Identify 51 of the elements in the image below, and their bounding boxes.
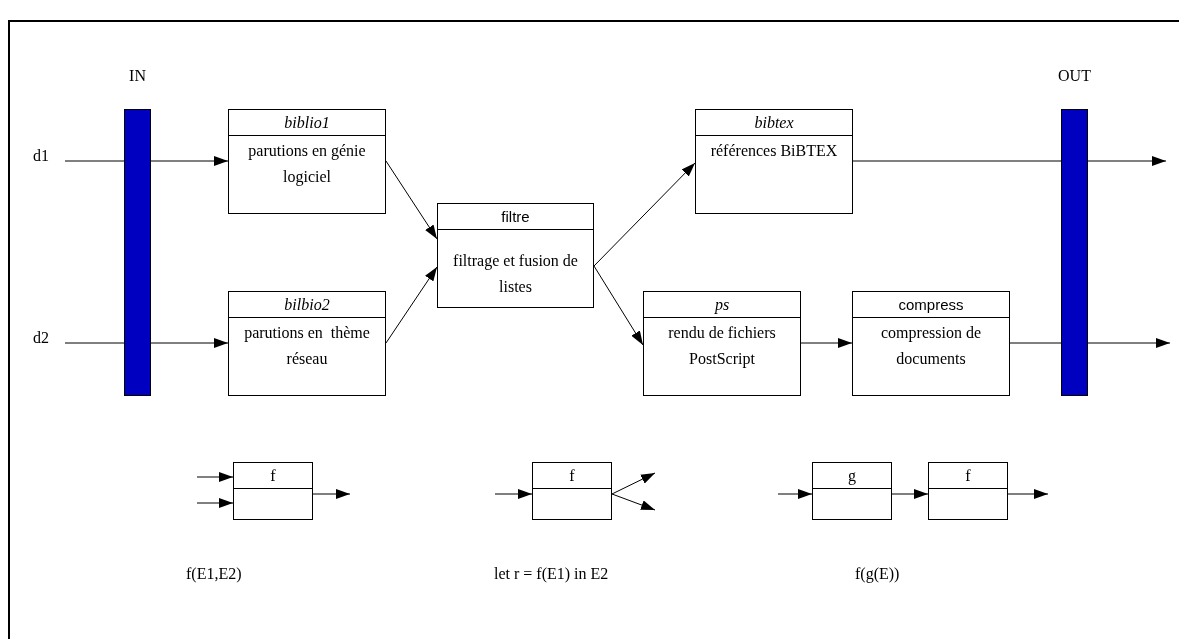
input-label: d2 [33, 328, 49, 348]
box-text: rendu de fichiers PostScript [667, 323, 777, 370]
arrow [593, 162, 696, 267]
box-title: f [270, 466, 276, 486]
arrow [150, 156, 229, 166]
box-text: références BiBTEX [710, 141, 838, 161]
arrow [494, 489, 533, 499]
arrow [196, 472, 234, 482]
box-title: f [965, 466, 971, 486]
arrow [1087, 156, 1167, 166]
box-title: bilbio2 [284, 295, 330, 315]
process-box [695, 109, 853, 214]
formula-label: f(E1,E2) [186, 564, 242, 584]
process-box [928, 462, 1008, 520]
box-text: parutions en génie logiciel [247, 141, 367, 188]
process-box [852, 291, 1010, 396]
formula-label: let r = f(E1) in E2 [494, 564, 609, 584]
input-label: d1 [33, 146, 49, 166]
arrow [385, 266, 438, 344]
process-box [643, 291, 801, 396]
process-box [228, 109, 386, 214]
box-title: filtre [501, 207, 530, 227]
arrow [385, 160, 438, 240]
arrow [777, 489, 813, 499]
formula-label: f(g(E)) [855, 564, 900, 584]
arrow [1087, 338, 1171, 348]
box-title: biblio1 [284, 113, 330, 133]
arrow [312, 489, 351, 499]
box-text: compression de documents [880, 323, 982, 369]
arrow [196, 498, 234, 508]
arrow [800, 338, 853, 348]
box-title: f [569, 466, 575, 486]
arrow [1007, 489, 1049, 499]
process-box [532, 462, 612, 520]
arrow [891, 489, 929, 499]
process-box [233, 462, 313, 520]
column-label: IN [129, 66, 146, 86]
arrow [611, 493, 656, 511]
process-box [437, 203, 594, 308]
arrow [593, 265, 644, 346]
box-title: g [848, 466, 856, 486]
process-box [228, 291, 386, 396]
box-text: filtrage et fusion de listes [452, 251, 579, 297]
arrow [150, 338, 229, 348]
process-box [812, 462, 892, 520]
box-title: ps [714, 295, 730, 315]
box-title: compress [898, 295, 964, 315]
column-label: OUT [1058, 66, 1091, 86]
arrow [611, 472, 656, 495]
box-text: parutions en thème réseau [243, 323, 371, 369]
box-title: bibtex [754, 113, 794, 133]
